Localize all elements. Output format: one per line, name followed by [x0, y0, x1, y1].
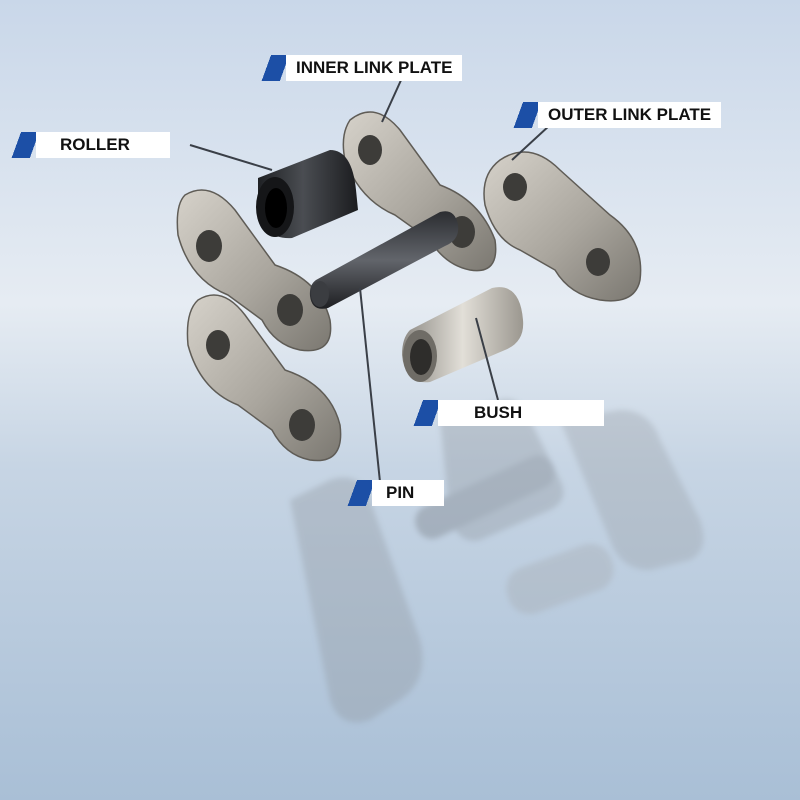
label-text: INNER LINK PLATE [286, 55, 463, 81]
label-roller: ROLLER [8, 132, 170, 158]
label-outer-link-plate: OUTER LINK PLATE [510, 102, 722, 128]
plate-hole [277, 294, 303, 326]
plate-hole [358, 135, 382, 165]
plate-hole [206, 330, 230, 360]
leader-line-outer-link-plate [511, 124, 551, 161]
label-bush: BUSH [410, 400, 604, 426]
label-text: OUTER LINK PLATE [538, 102, 722, 128]
leader-line-pin [359, 287, 381, 483]
leader-lines [189, 77, 551, 483]
label-text: BUSH [438, 400, 604, 426]
label-inner-link-plate: INNER LINK PLATE [258, 55, 463, 81]
floor-reflection [290, 399, 704, 723]
pin [309, 211, 459, 309]
leader-line-inner-link-plate [381, 77, 403, 123]
outer-link-plate-right [483, 151, 642, 302]
bush [402, 287, 524, 383]
roller [256, 150, 358, 239]
label-text: ROLLER [36, 132, 170, 158]
label-text: PIN [372, 480, 444, 506]
outer-link-plate-left-lower [186, 294, 342, 462]
plate-hole [586, 248, 610, 276]
label-pin: PIN [344, 480, 444, 506]
plate-hole [503, 173, 527, 201]
outer-link-plate-left-upper [176, 189, 332, 352]
leader-line-bush [475, 317, 499, 401]
leader-line-roller [189, 144, 273, 171]
plate-hole [289, 409, 315, 441]
plate-hole [196, 230, 222, 262]
